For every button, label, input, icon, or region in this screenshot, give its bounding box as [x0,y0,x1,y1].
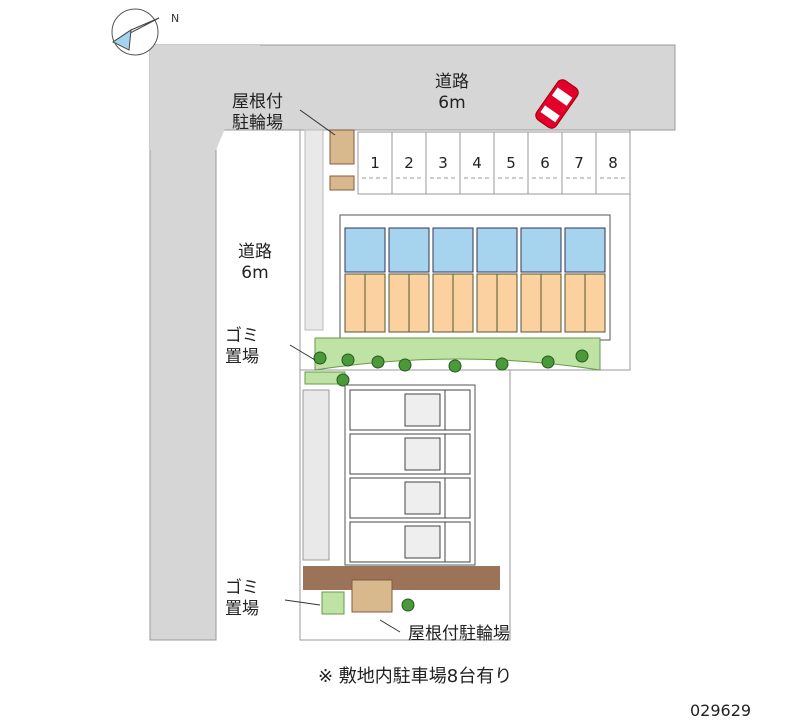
tree [401,598,415,612]
unit-wet-area [476,227,518,273]
unit-bottom-wet-area [404,525,441,559]
garden-top [314,337,601,371]
tree [495,357,509,371]
road-left-name: 道路 [238,242,272,262]
unit-wet-area [388,227,430,273]
leader-line [284,599,321,606]
parking-slot [595,131,631,195]
leader-line [289,344,316,361]
parking-note: ※ 敷地内駐車場8台有り [318,666,513,687]
building-top-units [344,227,606,333]
unit-wet-area [432,227,474,273]
parking-slot-number: 6 [540,154,550,172]
car-icon [535,79,579,129]
leader-line [299,109,336,136]
leader-line [379,619,401,633]
parking-slot-number: 2 [404,154,414,172]
bike-top-line1: 屋根付 [232,92,283,112]
garbage-1-line1: ゴミ [225,326,259,346]
road-left-width: 6m [241,263,269,283]
bike-rack-top [329,175,355,191]
tree [313,351,327,365]
parking-slot-number: 8 [608,154,618,172]
unit-bottom-wet-area [404,481,441,515]
parking-slot [357,131,393,195]
unit-wet-area [520,227,562,273]
road-top-label: 道路 6m [435,72,469,114]
road-top-width: 6m [438,93,466,113]
parking-slot-number: 3 [438,154,448,172]
property-code: 029629 [690,701,752,720]
parking-slot-number: 5 [506,154,516,172]
parking-slot-number: 1 [370,154,380,172]
road-corner [150,45,260,150]
parking-slot [459,131,495,195]
garbage-label-1: ゴミ 置場 [225,326,259,368]
bike-shelter-bottom [351,579,393,613]
road-top-name: 道路 [435,72,469,92]
svg-text:N: N [171,12,179,25]
unit-wet-area [344,227,386,273]
building-bottom-units [349,389,471,563]
tree [398,358,412,372]
tree [575,349,589,363]
parking-slot-number: 4 [472,154,482,172]
unit-bottom-wet-area [404,393,441,427]
tree [448,359,462,373]
road-left-label: 道路 6m [238,242,272,284]
tree [336,373,350,387]
tree [541,355,555,369]
parking-slot-number: 7 [574,154,584,172]
bike-top-line2: 駐輪場 [232,113,283,133]
side-path-top [304,129,324,331]
unit-wet-area [564,227,606,273]
parking-slots: 1 2 3 4 5 6 7 8 [357,131,631,195]
bike-shelter-top [329,129,355,165]
garbage-2-line1: ゴミ [225,578,259,598]
tree [371,355,385,369]
tree [341,353,355,367]
parking-slot [561,131,597,195]
compass-icon: N [111,8,179,56]
paved-area-bottom [303,566,500,590]
bike-top-label: 屋根付 駐輪場 [232,92,283,134]
bike-bottom-label: 屋根付駐輪場 [408,624,510,644]
garbage-1-line2: 置場 [225,347,259,367]
garbage-2-line2: 置場 [225,599,259,619]
garbage-label-2: ゴミ 置場 [225,578,259,620]
parking-slot [493,131,529,195]
garbage-box-bottom [321,591,345,615]
side-lane-bottom [302,389,330,561]
unit-bottom-wet-area [404,437,441,471]
